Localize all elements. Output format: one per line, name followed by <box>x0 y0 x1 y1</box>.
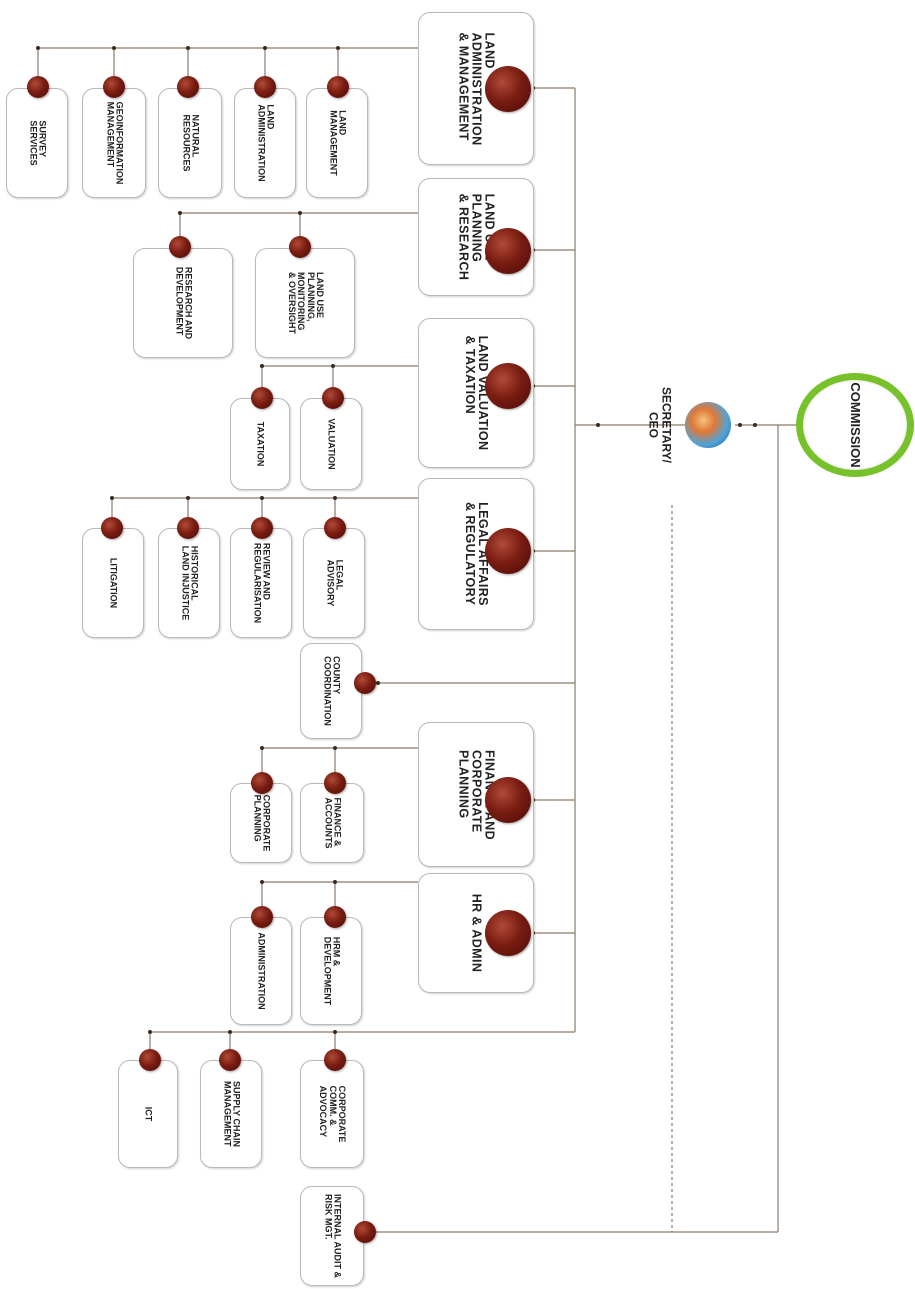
unit-ict-ball <box>139 1049 161 1071</box>
unit-geoinformation: GEOINFORMATION MANAGEMENT <box>82 88 146 198</box>
commission-label: COMMISSION <box>847 382 863 468</box>
unit-natural-resources: NATURAL RESOURCES <box>158 88 222 198</box>
unit-land-management: LAND MANAGEMENT <box>306 88 368 198</box>
unit-corporate-comm-label: CORPORATE COMM. & ADVOCACY <box>318 1085 348 1143</box>
secretary-label: SECRETARY/ CEO <box>647 386 674 464</box>
dept-legal-ball <box>485 528 531 574</box>
unit-hrm-label: HRM & DEVELOPMENT <box>322 936 342 1006</box>
unit-geoinformation-ball <box>103 76 125 98</box>
unit-corporate-planning: CORPORATE PLANNING <box>230 783 292 863</box>
unit-supply-chain-label: SUPPLY CHAIN MANAGEMENT <box>222 1080 242 1148</box>
unit-administration: ADMINISTRATION <box>230 917 292 1025</box>
dept-land-use-ball <box>485 228 531 274</box>
unit-legal-advisory-ball <box>324 517 346 539</box>
unit-hrm: HRM & DEVELOPMENT <box>300 917 362 1025</box>
secretary-node: SECRETARY/ CEO <box>640 380 680 470</box>
unit-land-management-ball <box>327 76 349 98</box>
unit-taxation: TAXATION <box>230 398 290 490</box>
unit-legal-advisory: LEGAL ADVISORY <box>303 528 365 638</box>
unit-land-administration-label: LAND ADMINISTRATION <box>256 104 276 182</box>
unit-research: RESEARCH AND DEVELOPMENT <box>133 248 233 358</box>
dept-hr-ball <box>485 910 531 956</box>
unit-natural-resources-label: NATURAL RESOURCES <box>181 114 201 172</box>
unit-corporate-planning-label: CORPORATE PLANNING <box>252 794 272 852</box>
unit-geoinformation-label: GEOINFORMATION MANAGEMENT <box>105 101 125 185</box>
unit-taxation-label: TAXATION <box>255 421 266 467</box>
unit-finance-accounts: FINANCE & ACCOUNTS <box>300 783 364 863</box>
unit-supply-chain-ball <box>219 1049 241 1071</box>
unit-review-ball <box>251 517 273 539</box>
unit-review-label: REVIEW AND REGULARISATION <box>252 542 272 624</box>
unit-administration-ball <box>251 906 273 928</box>
unit-historical-ball <box>177 517 199 539</box>
unit-land-use-planning: LAND USE PLANNING, MONITORING & OVERSIGH… <box>255 248 355 358</box>
unit-historical: HISTORICAL LAND INJUSTICE <box>158 528 220 638</box>
unit-litigation: LITIGATION <box>82 528 144 638</box>
unit-research-label: RESEARCH AND DEVELOPMENT <box>174 266 194 340</box>
unit-land-use-planning-label: LAND USE PLANNING, MONITORING & OVERSIGH… <box>286 271 325 335</box>
unit-corporate-comm-ball <box>324 1049 346 1071</box>
unit-survey-ball <box>27 76 49 98</box>
secretary-logo-icon <box>685 402 731 448</box>
unit-internal-audit-ball <box>354 1221 376 1243</box>
unit-internal-audit: INTERNAL AUDIT & RISK MGT. <box>300 1186 364 1286</box>
unit-natural-resources-ball <box>177 76 199 98</box>
unit-ict-label: ICT <box>143 1106 154 1122</box>
unit-corporate-planning-ball <box>251 772 273 794</box>
unit-hrm-ball <box>324 906 346 928</box>
unit-county-label: COUNTY COORDINATION <box>322 656 342 726</box>
unit-ict: ICT <box>118 1060 178 1168</box>
unit-survey-label: SURVEY SERVICES <box>28 120 48 166</box>
unit-land-administration: LAND ADMINISTRATION <box>234 88 296 198</box>
unit-corporate-comm: CORPORATE COMM. & ADVOCACY <box>300 1060 364 1168</box>
dept-valuation-ball <box>485 363 531 409</box>
dept-land-admin-ball <box>485 66 531 112</box>
unit-legal-advisory-label: LEGAL ADVISORY <box>325 559 345 607</box>
unit-valuation-label: VALUATION <box>326 418 337 470</box>
unit-survey: SURVEY SERVICES <box>6 88 68 198</box>
unit-county-ball <box>354 672 376 694</box>
unit-internal-audit-label: INTERNAL AUDIT & RISK MGT. <box>323 1194 343 1278</box>
commission-node: COMMISSION <box>796 373 914 477</box>
unit-valuation-ball <box>322 387 344 409</box>
unit-finance-accounts-label: FINANCE & ACCOUNTS <box>323 797 343 849</box>
unit-review: REVIEW AND REGULARISATION <box>230 528 292 638</box>
unit-county: COUNTY COORDINATION <box>300 643 362 739</box>
unit-administration-label: ADMINISTRATION <box>256 932 267 1010</box>
unit-historical-label: HISTORICAL LAND INJUSTICE <box>180 545 200 621</box>
unit-land-use-planning-ball <box>289 236 311 258</box>
unit-valuation: VALUATION <box>300 398 362 490</box>
unit-litigation-ball <box>101 517 123 539</box>
unit-supply-chain: SUPPLY CHAIN MANAGEMENT <box>200 1060 262 1168</box>
dept-finance-ball <box>485 777 531 823</box>
dept-hr-label: HR & ADMIN <box>469 893 484 973</box>
unit-finance-accounts-ball <box>324 772 346 794</box>
unit-land-administration-ball <box>254 76 276 98</box>
unit-land-management-label: LAND MANAGEMENT <box>328 110 348 176</box>
unit-taxation-ball <box>251 387 273 409</box>
unit-research-ball <box>169 236 191 258</box>
unit-litigation-label: LITIGATION <box>108 557 119 609</box>
